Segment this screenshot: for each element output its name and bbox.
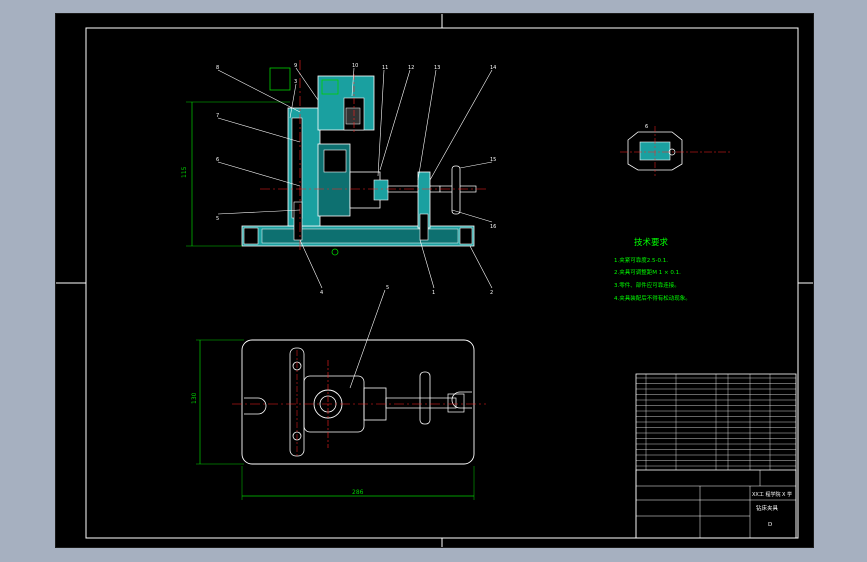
top-dimension-box [269,67,291,91]
jaw-tip [373,179,389,201]
leader-line [459,161,493,169]
t-handle [451,165,461,215]
base-bolt-left [293,201,303,241]
bom-table [636,374,796,470]
clamp-window [323,149,347,173]
plan-handle [419,371,431,425]
leader-line [217,161,301,187]
part-number-label: 10 [352,63,358,69]
part-number-label: 15 [490,157,496,163]
part-number-label: 3 [294,79,297,85]
title-block: XX工 程学院 X 学 钻床夹具 D [635,373,797,539]
plan-screw [385,397,457,409]
plan-leader [349,289,386,389]
plan-base-outline [241,339,475,465]
plan-slot-left [244,397,267,415]
datum-mark [331,248,339,256]
base-plate-hatch [261,228,459,244]
plan-slot-right [451,391,472,409]
leader-line [217,117,301,143]
drawing-border [85,27,799,539]
technical-requirements: 技术要求 1.夹紧可靠度2.5-0.1. 2.夹具可调整距M 1 × 0.1. … [614,237,691,302]
leader-line [217,69,301,113]
part-number-label: 7 [216,113,219,119]
part-number-label: 14 [490,65,496,71]
plan-view: 130 286 5 [191,285,486,500]
base-slot-right [459,227,473,245]
leader-line [299,239,323,289]
leader-line [451,209,493,223]
leader-line [419,239,435,289]
part-number-label: 6 [216,157,219,163]
leader-line [379,69,411,171]
plan-dim-width-text: 286 [352,489,364,496]
plan-leader-label: 5 [386,285,389,291]
part-number-label: 13 [434,65,440,71]
title-school: XX工 程学院 X 学 [752,491,792,498]
tech-req-item: 1.夹紧可靠度2.5-0.1. [614,256,668,264]
title-drawing-no: D [768,522,772,528]
base-slot-left [243,227,259,245]
tech-req-item: 4.夹具装配后不得有松动现象。 [614,294,691,302]
detail-label: 6 [645,124,648,130]
drill-bushing [345,107,361,125]
part-number-label: 16 [490,224,496,230]
leader-line [217,209,301,215]
part-number-label: 11 [382,65,388,71]
dim-height-text: 115 [181,166,188,178]
front-section-view: 11 5 [181,60,486,256]
part-number-label: 8 [216,65,219,71]
drawing-sheet [56,14,813,547]
plan-handle-end [447,393,465,413]
leader-line [289,83,297,119]
leader-line [429,69,493,181]
leader-line [417,69,437,181]
part-number-label: 2 [490,290,493,296]
part-number-label: 9 [294,63,297,69]
detail-outline [627,131,683,171]
detail-view: 6 [620,124,730,176]
leader-line [469,245,493,289]
title-main-frame [635,469,797,539]
leader-line [351,67,355,97]
leader-line [295,67,319,101]
part-number-label: 12 [408,65,414,71]
leader-line [377,69,385,177]
base-bolt-right [419,213,429,241]
title-drawing-name: 钻床夹具 [756,504,779,512]
part-number-label: 5 [216,216,219,222]
plan-dim-height-text: 130 [191,392,198,404]
top-dimension-box-2 [321,79,339,95]
part-number-label: 4 [320,290,323,296]
tech-req-title: 技术要求 [634,237,669,248]
tech-req-item: 3.零件、部件应可靠连接。 [614,281,680,289]
part-number-label: 1 [432,290,435,296]
tech-req-item: 2.夹具可调整距M 1 × 0.1. [614,268,681,276]
